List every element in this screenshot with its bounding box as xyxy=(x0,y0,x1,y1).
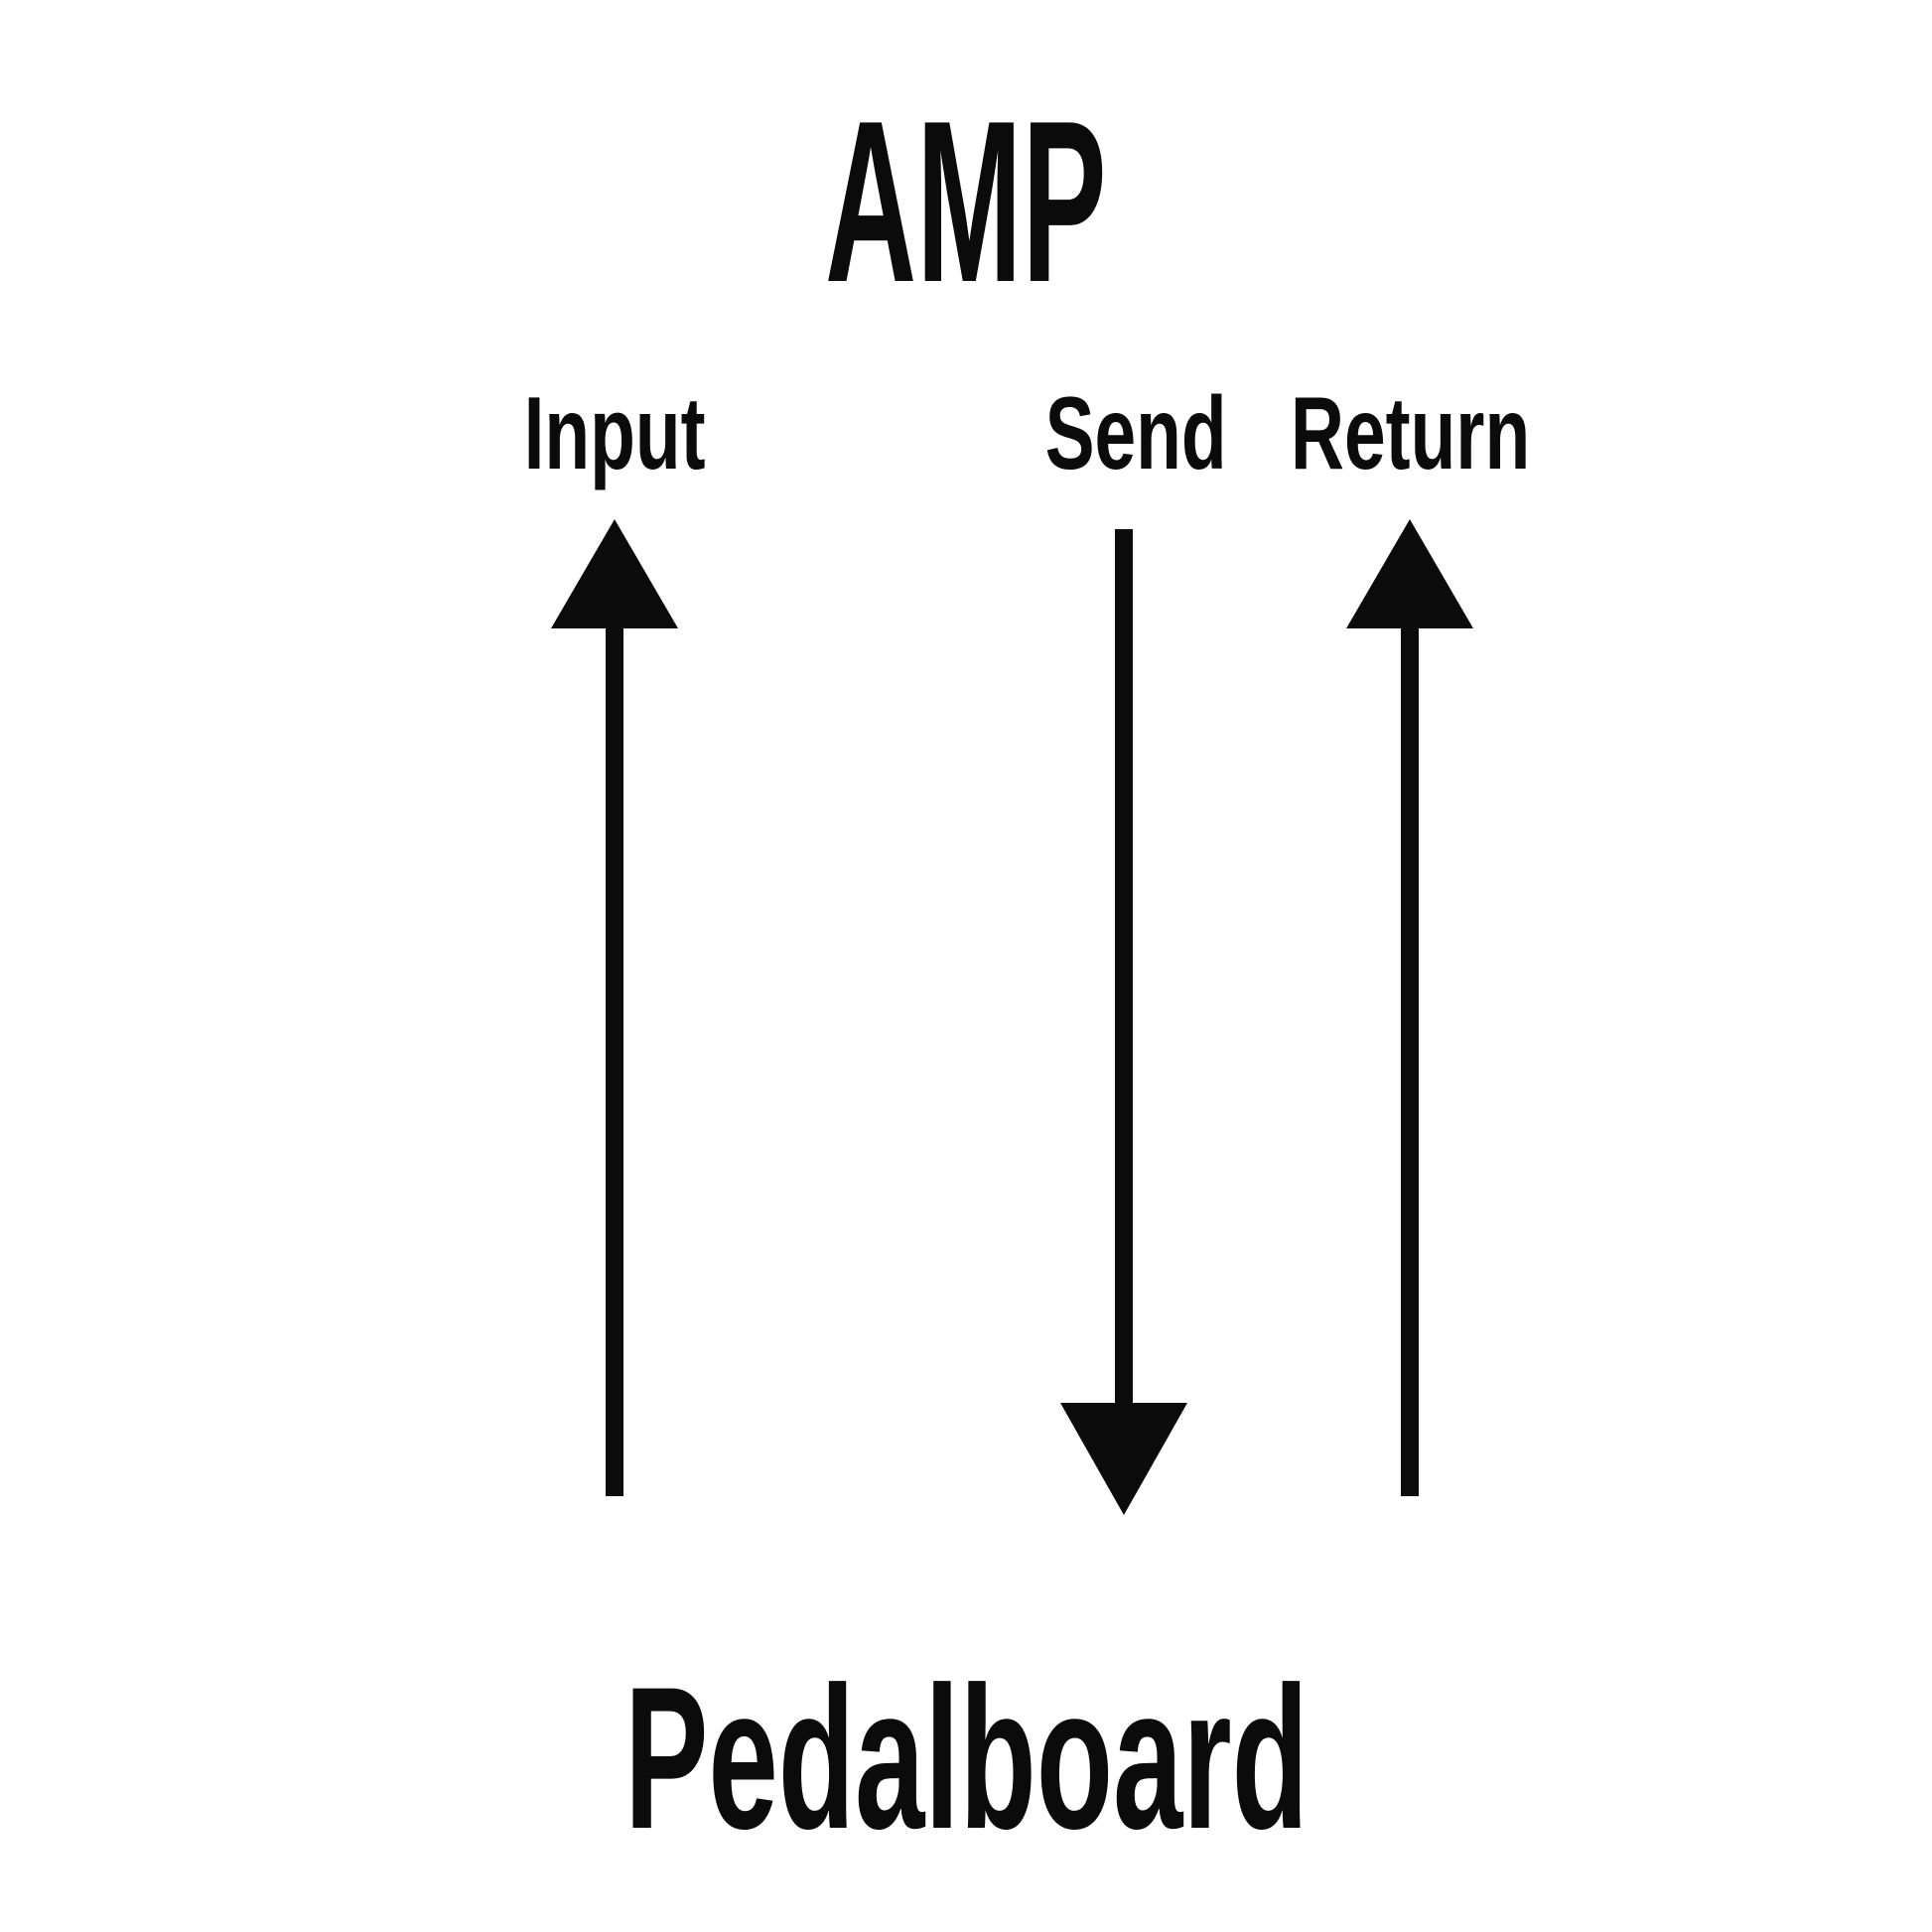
return-arrowhead xyxy=(1346,519,1473,628)
pedalboard-title-text: Pedalboard xyxy=(623,1645,1309,1871)
input-arrow-shaft xyxy=(606,624,623,1496)
amp-title-text: AMP xyxy=(825,73,1107,331)
pedalboard-title: Pedalboard xyxy=(0,1657,1932,1860)
send-arrow-shaft xyxy=(1115,529,1133,1406)
input-jack-label-text: Input xyxy=(523,376,706,491)
send-jack-label-text: Send xyxy=(1044,376,1227,491)
send-arrowhead xyxy=(1060,1403,1187,1515)
return-arrow-up-icon xyxy=(1346,519,1473,1496)
return-jack-label-text: Return xyxy=(1291,376,1531,491)
return-jack-label: Return xyxy=(1113,382,1709,485)
send-jack-label: Send xyxy=(838,382,1434,485)
input-jack-label: Input xyxy=(317,382,912,485)
input-arrowhead xyxy=(551,519,678,628)
amp-title: AMP xyxy=(0,87,1932,318)
return-arrow-shaft xyxy=(1401,624,1419,1496)
input-arrow-up-icon xyxy=(551,519,678,1496)
send-arrow-down-icon xyxy=(1060,529,1187,1515)
